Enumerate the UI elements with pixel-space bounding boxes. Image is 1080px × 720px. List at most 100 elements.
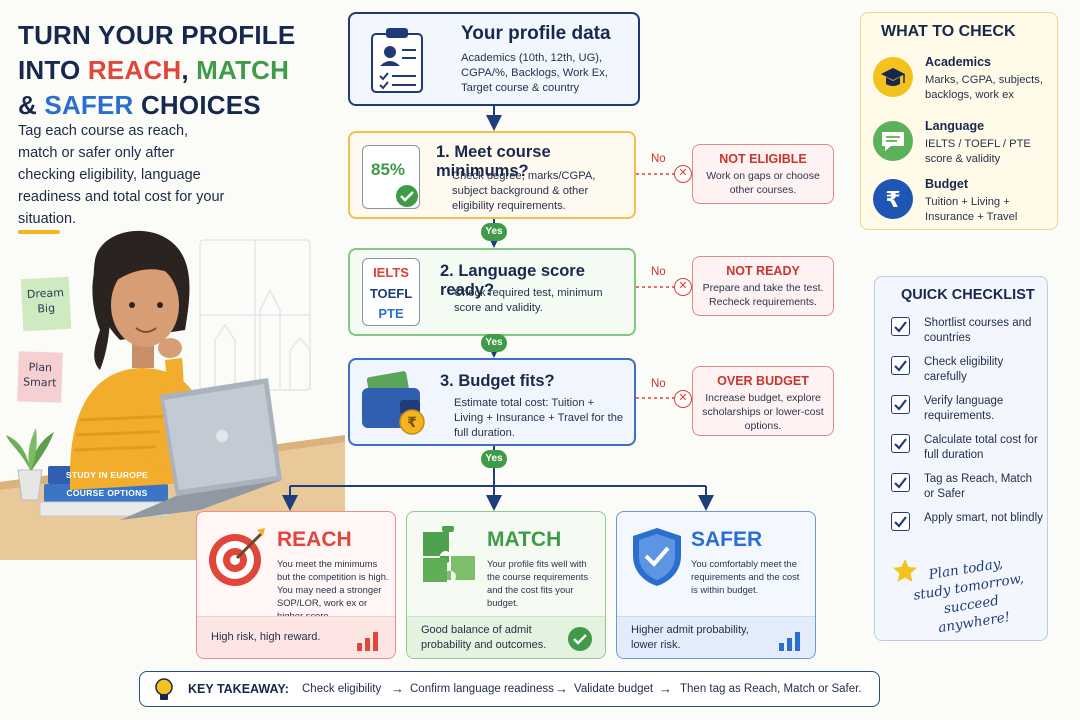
match-title: MATCH [487,528,562,551]
step-course-minimums: 85% 1. Meet course minimums? Check degre… [348,131,636,219]
headline-comma: , [181,55,197,85]
takeaway-step-4: Then tag as Reach, Match or Safer. [680,683,862,695]
what-to-check-title: WHAT TO CHECK [881,23,1016,40]
report-score: 85% [371,160,406,179]
step-language-score: IELTS TOEFL PTE 2. Language score ready?… [348,248,636,336]
headline-choices: CHOICES [133,90,261,120]
over-budget-box: OVER BUDGET Increase budget, explore sch… [692,366,834,436]
match-text: Your profile fits well with the course r… [487,558,589,608]
intro-text: Tag each course as reach, match or safer… [18,123,225,227]
safer-text: You comfortably meet the requirements an… [691,558,800,595]
safer-footer-text: Higher admit probability, lower risk. [631,624,749,651]
bar-chart-icon [779,632,800,651]
checkbox-checked-icon [891,434,910,453]
key-takeaway-bar: KEY TAKEAWAY: Check eligibility → Confir… [139,671,880,707]
checkbox-checked-icon [891,395,910,414]
test-ielts: IELTS [373,265,409,280]
step-3-no-label: No [651,378,666,390]
x-circle-icon: ✕ [674,165,692,183]
test-pte: PTE [378,306,404,321]
quick-checklist-panel: QUICK CHECKLIST Shortlist courses and co… [874,276,1048,641]
step-1-body: Check degree, marks/CGPA, subject backgr… [452,170,596,212]
profile-data-box: Your profile data Academics (10th, 12th,… [348,12,640,106]
key-takeaway-label: KEY TAKEAWAY: [188,682,289,696]
checklist-item-label: Calculate total cost for full duration [924,434,1038,461]
clipboard-icon [371,28,423,93]
not-eligible-body: Work on gaps or choose other courses. [706,170,820,196]
checkbox-checked-icon [891,512,910,531]
yes-badge-2: Yes [481,334,507,352]
accent-divider [18,230,60,234]
page-title: TURN YOUR PROFILE INTO REACH, MATCH & SA… [18,18,296,123]
graduation-cap-icon [873,57,913,97]
headline-into: INTO [18,55,88,85]
step-2-title: 2. Language score ready? [440,262,585,299]
not-eligible-box: NOT ELIGIBLE Work on gaps or choose othe… [692,144,834,204]
x-circle-icon: ✕ [674,390,692,408]
student-illustration [0,230,345,560]
not-ready-title: NOT READY [726,264,800,278]
check-circle-icon [396,185,418,207]
headline-amp: & [18,90,45,120]
not-ready-body: Prepare and take the test. Recheck requi… [702,282,824,308]
checkbox-checked-icon [891,356,910,375]
rupee-icon: ₹ [873,179,913,219]
step-3-body: Estimate total cost: Tuition + Living + … [454,397,624,439]
star-icon [892,558,918,589]
checklist-item-label: Tag as Reach, Match or Safer [924,473,1033,500]
yes-badge-3: Yes [481,450,507,468]
not-eligible-title: NOT ELIGIBLE [719,152,807,166]
language-tests-icon: IELTS TOEFL PTE [362,258,420,326]
puzzle-icon [423,526,475,582]
check-item-budget-desc: Tuition + Living + Insurance + Travel [925,196,1018,223]
book-label-course-options: COURSE OPTIONS [66,488,148,498]
headline-match: MATCH [196,55,290,85]
takeaway-step-1: Check eligibility [302,683,382,695]
headline-line-2: INTO REACH, MATCH [18,53,289,88]
check-item-budget-name: Budget [925,177,969,191]
svg-text:₹: ₹ [407,415,417,431]
target-icon [209,528,265,586]
lightbulb-icon [155,678,173,700]
headline-line-3: & SAFER CHOICES [18,88,278,123]
shield-check-icon [633,528,681,586]
over-budget-title: OVER BUDGET [717,374,809,388]
match-footer: Good balance of admit probability and ou… [407,616,605,658]
match-footer-text: Good balance of admit probability and ou… [421,624,547,651]
yes-badge-1: Yes [481,223,507,241]
reach-title: REACH [277,528,352,551]
checklist-item-label: Check eligibility carefully [924,356,1004,383]
step-1-no-label: No [651,153,666,165]
outcome-safer-card: SAFER You comfortably meet the requireme… [616,511,816,659]
profile-body: Academics (10th, 12th, UG), CGPA/%, Back… [461,52,608,94]
book-label-europe: STUDY IN EUROPE [65,470,149,480]
outcome-match-card: MATCH Your profile fits well with the co… [406,511,606,659]
test-toefl: TOEFL [369,286,413,301]
quick-checklist-title: QUICK CHECKLIST [901,287,1035,303]
step-2-body: Check required test, minimum score and v… [454,287,603,314]
step-3-title: 3. Budget fits? [440,372,555,390]
svg-text:₹: ₹ [885,188,900,213]
step-1-title: 1. Meet course minimums? [436,143,551,180]
checklist-item-label: Verify language requirements. [924,395,1004,422]
reach-footer: High risk, high reward. [197,616,395,658]
what-to-check-panel: WHAT TO CHECK Academics Marks, CGPA, sub… [860,12,1058,230]
checkbox-checked-icon [891,473,910,492]
outcome-reach-card: REACH You meet the minimums but the comp… [196,511,396,659]
reach-text: You meet the minimums but the competitio… [277,558,389,621]
checkbox-checked-icon [891,317,910,336]
takeaway-step-3: Validate budget [574,683,654,695]
x-circle-icon: ✕ [674,278,692,296]
takeaway-arrow-1: → [391,681,404,696]
check-item-language-name: Language [925,119,985,133]
headline-safer: SAFER [44,90,134,120]
headline-line-1: TURN YOUR PROFILE [18,20,296,50]
checklist-item-label: Apply smart, not blindly [924,512,1043,524]
wallet-icon: ₹ [362,371,425,435]
safer-title: SAFER [691,528,763,551]
checklist-item-label: Shortlist courses and countries [924,317,1032,344]
speech-bubble-icon [873,121,913,161]
check-item-academics-name: Academics [925,55,992,69]
takeaway-step-2: Confirm language readiness [410,683,554,695]
step-budget: ₹ 3. Budget fits? Estimate total cost: T… [348,358,636,446]
